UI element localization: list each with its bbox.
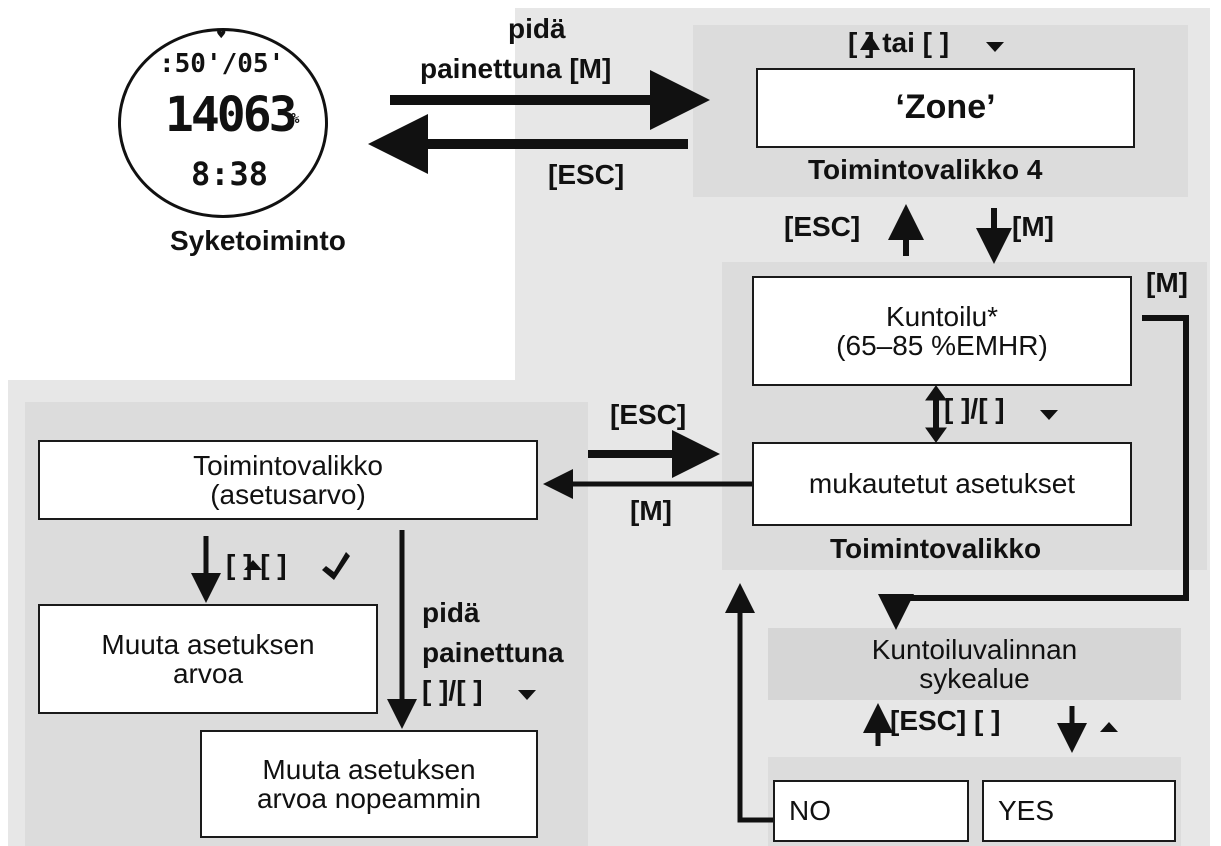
zone-selection-label: Kuntoiluvalinnan sykealue	[768, 628, 1181, 700]
down-triangle-icon	[986, 42, 1004, 52]
m-down-label: [M]	[1012, 211, 1054, 242]
watch-line-unit: %	[291, 111, 300, 127]
esc-to-left-label: [ESC]	[610, 399, 687, 430]
watch-line-time: :50'/05'	[159, 49, 285, 79]
zone-selection-line1: Kuntoiluvalinnan	[871, 633, 1078, 665]
connector-m-to-zone	[878, 315, 1189, 630]
hold-m-label-2: painettuna [M]	[420, 53, 612, 84]
esc-label-top: [ESC]	[548, 159, 625, 190]
no-option-label: NO	[789, 795, 831, 827]
arrow-nav-head-up	[925, 385, 947, 401]
down-triangle-icon	[518, 690, 536, 700]
nav-between-label: [ ]/[ ]	[944, 393, 1005, 424]
hold-label-2: painettuna	[422, 637, 564, 668]
change-value-line1: Muuta asetuksen	[101, 628, 315, 660]
setting-value-box[interactable]: Toimintovalikko (asetusarvo)	[38, 440, 538, 520]
watch-heart-icon: ♥	[217, 27, 226, 43]
esc-nav-label: [ESC] [ ]	[890, 705, 1001, 736]
watch-line-duration: 8:38	[191, 155, 269, 193]
zone-label-panel	[768, 628, 1181, 700]
check-icon	[322, 552, 350, 580]
custom-settings-label: mukautetut asetukset	[808, 468, 1076, 500]
kuntoilu-box[interactable]: Kuntoilu* (65–85 %EMHR)	[752, 276, 1132, 386]
setting-value-line1: Toimintovalikko	[193, 449, 383, 481]
yes-option-box[interactable]: YES	[982, 780, 1176, 842]
m-from-left-label: [M]	[630, 495, 672, 526]
no-option-box[interactable]: NO	[773, 780, 969, 842]
down-triangle-icon	[1040, 410, 1058, 420]
change-value-box[interactable]: Muuta asetuksen arvoa	[38, 604, 378, 714]
kuntoilu-line1: Kuntoilu*	[885, 300, 999, 332]
hold-label-1: pidä	[422, 597, 480, 628]
up-triangle-icon	[244, 560, 262, 570]
arrow-nav-head-down	[925, 427, 947, 443]
setting-value-line2: (asetusarvo)	[210, 479, 366, 510]
watch-line-heartrate: 14063	[165, 87, 297, 143]
menu4-caption: Toimintovalikko 4	[808, 154, 1043, 185]
yes-option-label: YES	[998, 795, 1055, 827]
connector-no-to-menu	[725, 583, 773, 823]
change-fast-box[interactable]: Muuta asetuksen arvoa nopeammin	[200, 730, 538, 838]
kuntoilu-line2: (65–85 %EMHR)	[836, 330, 1048, 361]
esc-up-label: [ESC]	[784, 211, 861, 242]
up-triangle-icon	[1100, 722, 1118, 732]
hold-m-label-1: pidä	[508, 13, 566, 44]
change-fast-line2: arvoa nopeammin	[256, 783, 482, 814]
menu-caption: Toimintovalikko	[830, 533, 1042, 564]
change-value-line2: arvoa	[172, 658, 244, 689]
zone-selection-line2: sykealue	[919, 663, 1030, 694]
custom-settings-box[interactable]: mukautetut asetukset	[752, 442, 1132, 526]
m-right-label: [M]	[1146, 267, 1188, 298]
watch-caption: Syketoiminto	[170, 225, 346, 256]
up-arrow-icon	[860, 34, 880, 50]
watch-face: :50'/05' ♥ 14063 % 8:38	[118, 27, 328, 218]
change-fast-line1: Muuta asetuksen	[262, 753, 476, 785]
zone-box[interactable]: ‘Zone’	[756, 68, 1135, 148]
hold-nav-label: [ ]/[ ]	[422, 675, 483, 706]
zone-box-label: ‘Zone’	[895, 88, 996, 127]
